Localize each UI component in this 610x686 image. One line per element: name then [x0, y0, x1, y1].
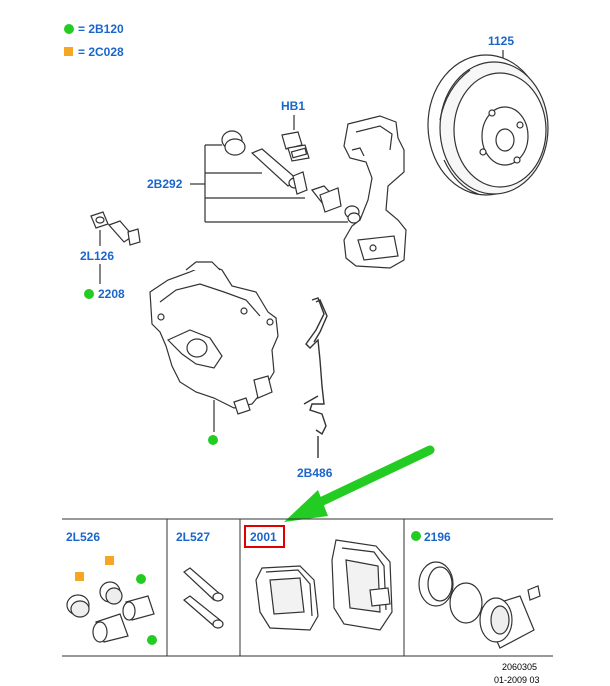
label-2208: 2208 [98, 287, 125, 301]
brake-disc: 1125 [427, 34, 549, 196]
green-dot-icon [136, 574, 146, 584]
panel-label-2001: 2001 [250, 530, 277, 544]
caliper-body [149, 261, 279, 445]
highlight-box [244, 525, 285, 548]
caliper-bracket [343, 115, 407, 269]
footer: 2060305 01-2009 03 [494, 662, 540, 685]
green-dot-icon [411, 531, 421, 541]
footer-date: 01-2009 03 [494, 675, 540, 685]
orange-square-icon [64, 47, 73, 56]
label-2b292: 2B292 [147, 177, 183, 191]
parts-panels: 2L526 2L527 2001 [62, 518, 553, 657]
panel-label-2l527: 2L527 [176, 530, 210, 544]
green-dot-icon [84, 289, 94, 299]
green-dot-icon [64, 24, 74, 34]
label-hb1: HB1 [281, 99, 305, 113]
anti-rattle-spring: 2B486 [297, 297, 333, 480]
legend: = 2B120 = 2C028 [64, 22, 124, 59]
panel-2l526: 2L526 [66, 530, 157, 645]
green-dot-icon [208, 435, 218, 445]
guide-pins-2b292: 2B292 [147, 130, 361, 224]
legend-orange-text: = 2C028 [78, 45, 124, 59]
label-2l126: 2L126 [80, 249, 114, 263]
panel-label-2l526: 2L526 [66, 530, 100, 544]
bolt-2l126: 2L126 2208 [80, 211, 141, 301]
pointer-arrow [284, 445, 435, 522]
label-2b486: 2B486 [297, 466, 333, 480]
bolt-hb1: HB1 [281, 99, 310, 162]
panel-2196: 2196 [411, 530, 541, 649]
panel-2l527: 2L527 [176, 530, 224, 629]
footer-code: 2060305 [502, 662, 537, 672]
orange-square-icon [105, 556, 114, 565]
panel-2001: 2001 [244, 525, 393, 631]
panel-label-2196: 2196 [424, 530, 451, 544]
label-1125: 1125 [488, 34, 514, 48]
green-dot-icon [147, 635, 157, 645]
legend-green-text: = 2B120 [78, 22, 124, 36]
orange-square-icon [75, 572, 84, 581]
